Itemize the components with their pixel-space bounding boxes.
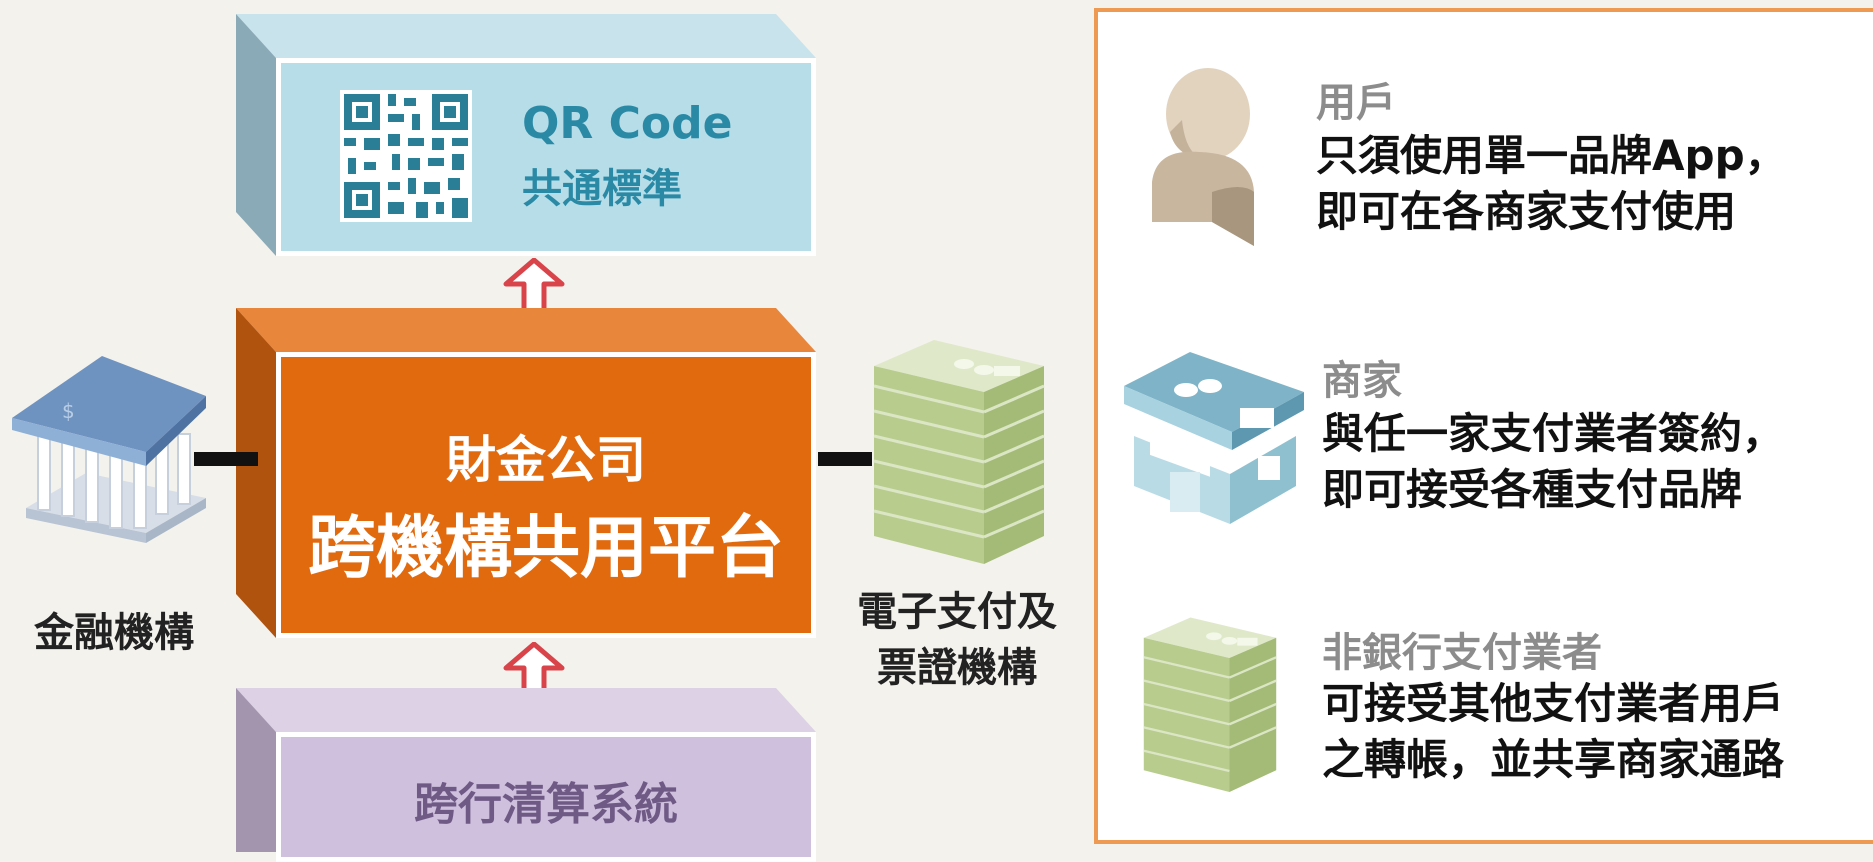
user-icon bbox=[1152, 68, 1254, 246]
role-user: 用戶 bbox=[1316, 80, 1396, 126]
clearing-box-front bbox=[276, 732, 816, 862]
svg-text:$: $ bbox=[62, 399, 75, 423]
epayment-label-line1: 電子支付及 bbox=[857, 589, 1057, 635]
payment-connector bbox=[818, 452, 872, 466]
financial-institution-label: 金融機構 bbox=[34, 610, 194, 656]
role-nonbank-payment: 非銀行支付業者 bbox=[1322, 630, 1602, 676]
money-stack-icon bbox=[873, 340, 1045, 564]
clearing-box-top bbox=[236, 688, 816, 732]
qr-title: QR Code bbox=[522, 98, 733, 149]
merchant-desc-1: 與任一家支付業者簽約， bbox=[1322, 409, 1785, 458]
epayment-label-line2: 票證機構 bbox=[877, 645, 1037, 691]
qr-code-icon bbox=[340, 90, 472, 222]
nonbank-desc-1: 可接受其他支付業者用戶 bbox=[1322, 679, 1785, 728]
qr-box-top bbox=[236, 14, 816, 58]
money-stack-icon-small bbox=[1143, 617, 1277, 793]
qr-subtitle: 共通標準 bbox=[522, 166, 682, 212]
clearing-system-box bbox=[236, 688, 816, 862]
bank-connector bbox=[194, 452, 258, 466]
clearing-system-label: 跨行清算系統 bbox=[414, 779, 678, 830]
platform-company: 財金公司 bbox=[446, 431, 646, 489]
user-desc-1: 只須使用單一品牌App， bbox=[1316, 131, 1787, 180]
nonbank-desc-2: 之轉帳，並共享商家通路 bbox=[1322, 735, 1785, 784]
platform-box-side bbox=[236, 308, 276, 638]
epayment-institution-label: 電子支付及 票證機構 bbox=[832, 584, 1082, 696]
store-icon bbox=[1124, 352, 1304, 524]
bank-icon: $ bbox=[12, 356, 206, 543]
platform-title: 跨機構共用平台 bbox=[307, 509, 784, 588]
platform-box-top bbox=[236, 308, 816, 352]
platform-box bbox=[236, 308, 816, 638]
user-desc-2: 即可在各商家支付使用 bbox=[1316, 187, 1737, 236]
merchant-desc-2: 即可接受各種支付品牌 bbox=[1322, 465, 1743, 514]
role-merchant: 商家 bbox=[1322, 358, 1402, 404]
qr-box-side bbox=[236, 14, 276, 256]
platform-box-front bbox=[276, 352, 816, 638]
